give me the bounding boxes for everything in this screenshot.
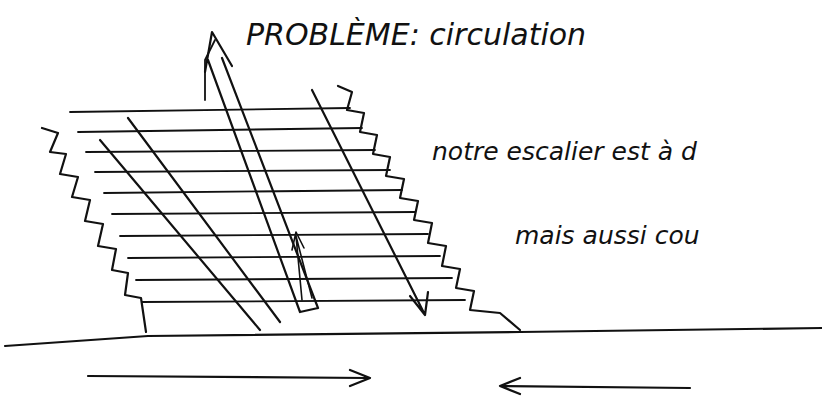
inner-arrow bbox=[292, 232, 312, 300]
handwritten-note: notre escalier est à d bbox=[432, 138, 697, 166]
up-arrow bbox=[205, 32, 318, 312]
left-arrow bbox=[500, 378, 690, 394]
down-arrow bbox=[312, 90, 428, 315]
problem-heading: PROBLÈME: circulation bbox=[246, 18, 586, 51]
handwritten-note: mais aussi cou bbox=[515, 222, 700, 250]
left-stairs bbox=[42, 128, 146, 332]
curl-stroke bbox=[205, 40, 215, 100]
down-stroke bbox=[100, 118, 280, 330]
right-stairs bbox=[338, 86, 520, 330]
step-lines bbox=[70, 108, 465, 302]
right-arrow bbox=[88, 370, 370, 386]
ground-line bbox=[5, 328, 822, 346]
